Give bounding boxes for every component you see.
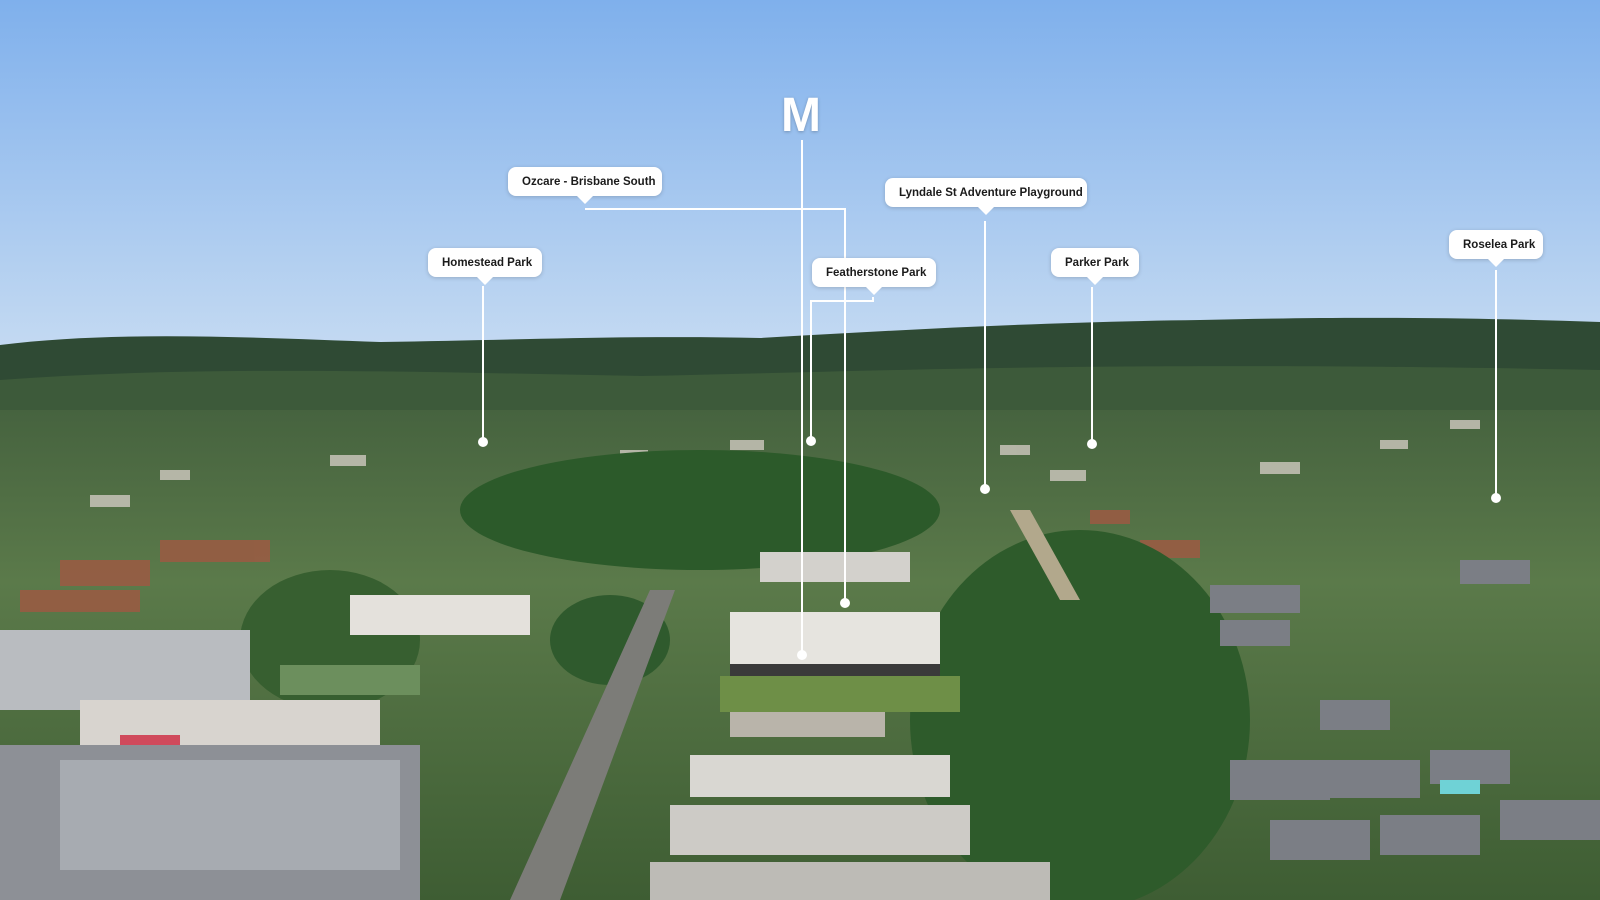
subject-building (730, 612, 940, 664)
road (510, 590, 675, 900)
callout-label: Roselea Park (1463, 238, 1536, 251)
callout-label: Parker Park (1065, 256, 1129, 269)
callout-label: Lyndale St Adventure Playground (899, 186, 1083, 199)
sky (0, 0, 1600, 360)
brand-logo: M (781, 89, 822, 142)
callout-roselea-park: Roselea Park (1449, 230, 1543, 267)
callout-homestead-park: Homestead Park (428, 248, 542, 285)
callout-lyndale-playground: Lyndale St Adventure Playground (885, 178, 1087, 215)
callout-featherstone-park: Featherstone Park (812, 258, 936, 295)
callout-label: Homestead Park (442, 256, 533, 269)
callout-label: Ozcare - Brisbane South (522, 175, 656, 188)
callout-label: Featherstone Park (826, 266, 927, 279)
callout-ozcare: Ozcare - Brisbane South (508, 167, 662, 204)
callout-parker-park: Parker Park (1051, 248, 1139, 285)
